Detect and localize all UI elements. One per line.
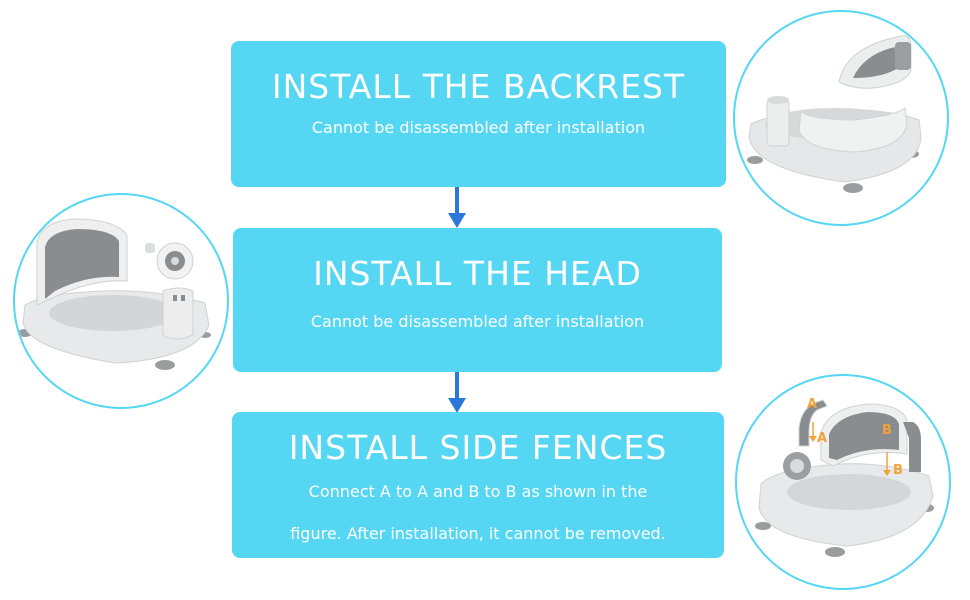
- step-title: INSTALL SIDE FENCES: [288, 428, 668, 467]
- step-description: Cannot be disassembled after installatio…: [311, 118, 646, 137]
- step-title: INSTALL THE HEAD: [313, 254, 642, 293]
- bath-seat-backrest-image: [747, 35, 922, 193]
- down-arrow-icon: [448, 187, 466, 228]
- head-install-illustration: [13, 193, 229, 409]
- bath-seat-head-image: [18, 218, 211, 370]
- label-a-top: A: [807, 397, 817, 412]
- step-install-side-fences: INSTALL SIDE FENCES Connect A to A and B…: [232, 412, 724, 558]
- down-arrow-icon: [448, 372, 466, 413]
- label-b-top: B: [882, 423, 892, 438]
- bath-seat-side-fence-image: A A B B: [755, 397, 934, 557]
- step-description-line-2: figure. After installation, it cannot be…: [290, 524, 666, 543]
- step-install-backrest: INSTALL THE BACKREST Cannot be disassemb…: [231, 41, 726, 187]
- backrest-install-illustration: [733, 10, 949, 226]
- step-title: INSTALL THE BACKREST: [271, 67, 686, 106]
- step-description-line-1: Connect A to A and B to B as shown in th…: [308, 482, 648, 501]
- step-description: Cannot be disassembled after installatio…: [310, 312, 645, 331]
- step-install-head: INSTALL THE HEAD Cannot be disassembled …: [233, 228, 722, 372]
- side-fence-install-illustration: A A B B: [735, 374, 951, 590]
- label-a-bottom: A: [817, 431, 827, 446]
- label-b-bottom: B: [893, 463, 903, 478]
